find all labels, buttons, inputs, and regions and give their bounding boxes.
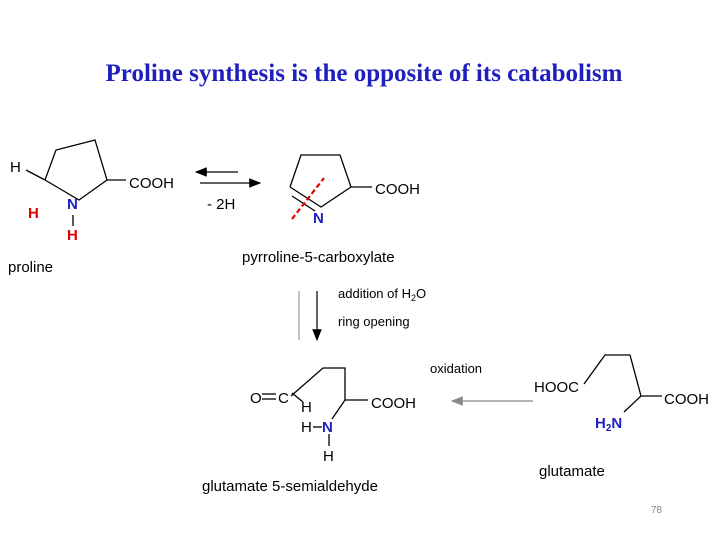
p5c-n-atom: N bbox=[313, 210, 324, 227]
proline-n-atom: N bbox=[67, 196, 78, 213]
gsa-aldehyde-h-bond bbox=[291, 392, 304, 403]
glutamate-amine-bond bbox=[623, 395, 642, 413]
proline-h-atom: H bbox=[10, 159, 21, 176]
p5c-cooh: COOH bbox=[375, 181, 420, 198]
proline-cooh: COOH bbox=[129, 175, 174, 192]
glutamate-structure: HOOC COOH H2N glutamate bbox=[534, 354, 709, 480]
arrow-label-oxidation: oxidation bbox=[430, 361, 482, 376]
proline-h-red: H bbox=[28, 205, 39, 222]
glutamate-h2n: H2N bbox=[595, 415, 622, 434]
proline-structure: H COOH H N H proline bbox=[8, 139, 174, 276]
gsa-label: glutamate 5-semialdehyde bbox=[202, 478, 378, 495]
proline-label: proline bbox=[8, 259, 53, 276]
glutamate-label: glutamate bbox=[539, 463, 605, 480]
gsa-amine-bond bbox=[331, 399, 346, 420]
p5c-label: pyrroline-5-carboxylate bbox=[242, 249, 395, 266]
arrow-label-ring-opening: ring opening bbox=[338, 314, 410, 329]
slide-number: 78 bbox=[651, 505, 663, 516]
glutamate-hooc: HOOC bbox=[534, 379, 579, 396]
p5c-ring bbox=[289, 154, 352, 208]
gsa-chain bbox=[290, 367, 368, 401]
proline-h-bond bbox=[25, 169, 46, 181]
bond-cut-mark bbox=[291, 177, 325, 220]
glutamate-chain bbox=[583, 354, 662, 397]
gsa-c-atom: C bbox=[278, 390, 289, 407]
oxidation-arrow: oxidation bbox=[430, 361, 533, 406]
gsa-structure: O C H COOH H N H glutamate 5-semialdehyd… bbox=[202, 367, 416, 495]
gsa-n-atom: N bbox=[322, 419, 333, 436]
proline-ring bbox=[44, 139, 108, 201]
arrow-label-2h: - 2H bbox=[207, 196, 235, 213]
slide-title: Proline synthesis is the opposite of its… bbox=[105, 60, 623, 87]
gsa-o-atom: O bbox=[250, 390, 262, 407]
gsa-cooh: COOH bbox=[371, 395, 416, 412]
arrow-label-water: addition of H2O bbox=[338, 286, 426, 303]
gsa-amine-h-bottom: H bbox=[323, 448, 334, 465]
p5c-structure: COOH N pyrroline-5-carboxylate bbox=[242, 154, 420, 266]
hydrolysis-arrows: addition of H2O ring opening bbox=[298, 286, 426, 342]
glutamate-cooh: COOH bbox=[664, 391, 709, 408]
gsa-amine-h-left: H bbox=[301, 419, 312, 436]
equilibrium-arrows: - 2H bbox=[194, 167, 262, 213]
proline-h-red-bottom: H bbox=[67, 227, 78, 244]
gsa-aldehyde-h: H bbox=[301, 399, 312, 416]
